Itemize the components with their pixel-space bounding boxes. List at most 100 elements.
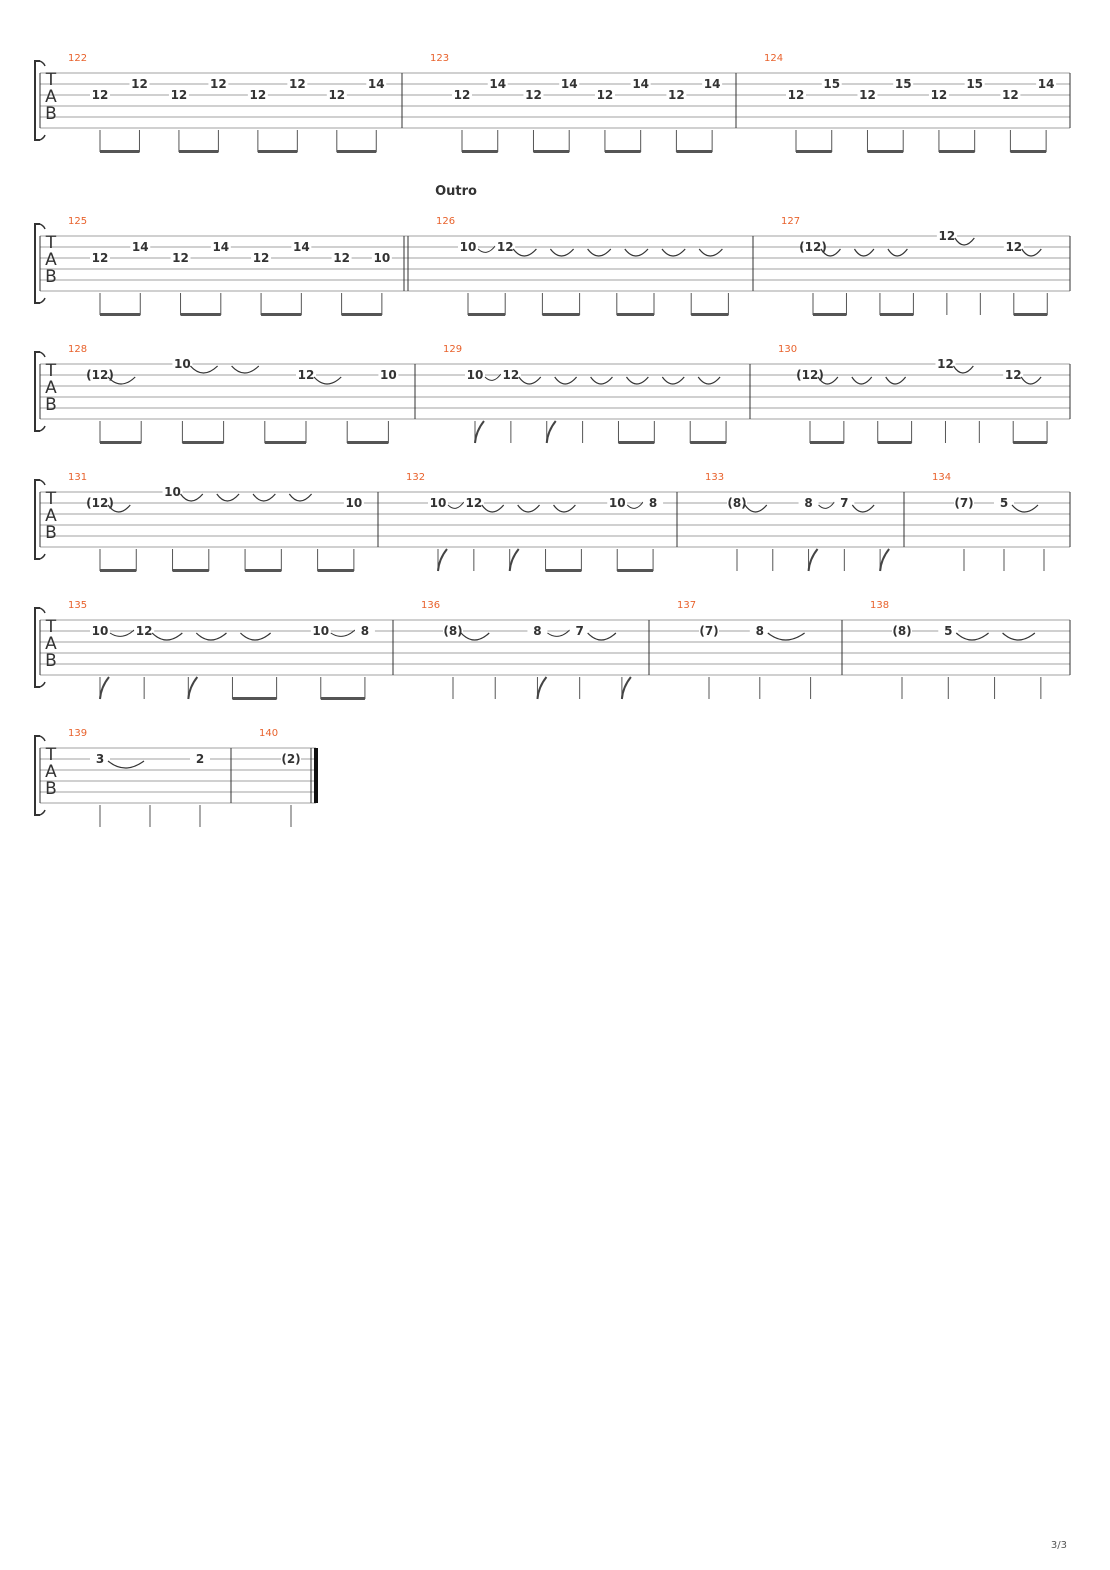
fret-bg: [798, 497, 819, 508]
tab-clef-letter: B: [45, 523, 57, 543]
fret-bg: [465, 369, 485, 380]
fret-number: 12: [454, 88, 471, 102]
bracket-hook-top: [39, 479, 46, 486]
fret-number: 12: [937, 357, 954, 371]
tab-clef-letter: T: [45, 233, 57, 253]
fret-bg: [749, 625, 770, 636]
fret-number: 12: [859, 88, 876, 102]
fret-number: (8): [727, 496, 746, 510]
note-flag: [807, 548, 819, 572]
beam: [100, 441, 142, 444]
beam: [1013, 441, 1048, 444]
fret-bg: [594, 89, 615, 100]
fret-bg: [168, 89, 189, 100]
fret-number: 12: [939, 229, 956, 243]
fret-bg: [90, 369, 110, 380]
measure-number: 126: [436, 216, 455, 227]
tie-arc: [288, 493, 313, 502]
measure-number: 124: [764, 53, 783, 64]
measure-number: 131: [68, 472, 87, 483]
tie-arc: [887, 248, 908, 257]
measure-number: 132: [406, 472, 425, 483]
fret-bg: [210, 241, 231, 252]
fret-bg: [800, 369, 820, 380]
tab-clef-letter: A: [45, 762, 57, 782]
tie-arc: [625, 376, 649, 385]
fret-bg: [834, 497, 855, 508]
beam: [879, 313, 914, 316]
tie-arc: [1021, 248, 1042, 257]
fret-number: 10: [467, 368, 484, 382]
tie-arc: [952, 365, 974, 374]
fret-number: 14: [132, 240, 149, 254]
beam: [257, 150, 298, 153]
fret-bg: [892, 625, 912, 636]
bracket-hook-top: [39, 735, 46, 742]
system-bracket: [34, 735, 40, 816]
beam: [320, 697, 365, 700]
measure-number: 139: [68, 728, 87, 739]
fret-bg: [994, 497, 1014, 508]
fret-number: 12: [525, 88, 542, 102]
fret-number: 12: [92, 88, 109, 102]
page-number: 3/3: [1051, 1540, 1067, 1551]
fret-bg: [803, 241, 823, 252]
fret-bg: [251, 252, 272, 263]
note-flag: [536, 676, 548, 700]
beam: [462, 150, 498, 153]
beam: [232, 697, 277, 700]
fret-bg: [310, 625, 331, 636]
beam: [341, 313, 382, 316]
beam: [100, 150, 140, 153]
tab-clef-letter: A: [45, 378, 57, 398]
note-flag: [474, 420, 485, 444]
fret-bg: [366, 78, 387, 89]
tab-clef-letter: A: [45, 87, 57, 107]
fret-number: 8: [533, 624, 541, 638]
beam: [796, 150, 832, 153]
tie-arc: [481, 504, 505, 513]
fret-number: 10: [92, 624, 109, 638]
fret-bg: [443, 625, 463, 636]
fret-number: 14: [561, 77, 578, 91]
measure-number: 123: [430, 53, 449, 64]
system-bracket: [34, 223, 40, 304]
fret-bg: [371, 252, 392, 263]
measure-number: 130: [778, 344, 797, 355]
fret-number: 10: [346, 496, 363, 510]
tie-arc: [885, 376, 907, 385]
fret-number: 8: [649, 496, 657, 510]
tie-arc: [820, 248, 841, 257]
fret-bg: [500, 369, 521, 380]
fret-bg: [162, 486, 183, 497]
beam: [810, 441, 844, 444]
fret-number: 5: [944, 624, 952, 638]
fret-number: 14: [293, 240, 310, 254]
fret-number: (12): [796, 368, 824, 382]
measure-number: 133: [705, 472, 724, 483]
fret-number: 7: [575, 624, 583, 638]
fret-number: (2): [281, 752, 300, 766]
beam: [347, 441, 389, 444]
fret-bg: [331, 252, 352, 263]
fret-number: 12: [289, 77, 306, 91]
fret-number: 10: [380, 368, 397, 382]
fret-number: 12: [136, 624, 153, 638]
fret-bg: [643, 497, 664, 508]
tie-arc: [851, 376, 873, 385]
fret-bg: [699, 625, 719, 636]
fret-number: 12: [131, 77, 148, 91]
slide-arc: [484, 373, 502, 381]
fret-bg: [129, 78, 150, 89]
beam: [542, 313, 580, 316]
